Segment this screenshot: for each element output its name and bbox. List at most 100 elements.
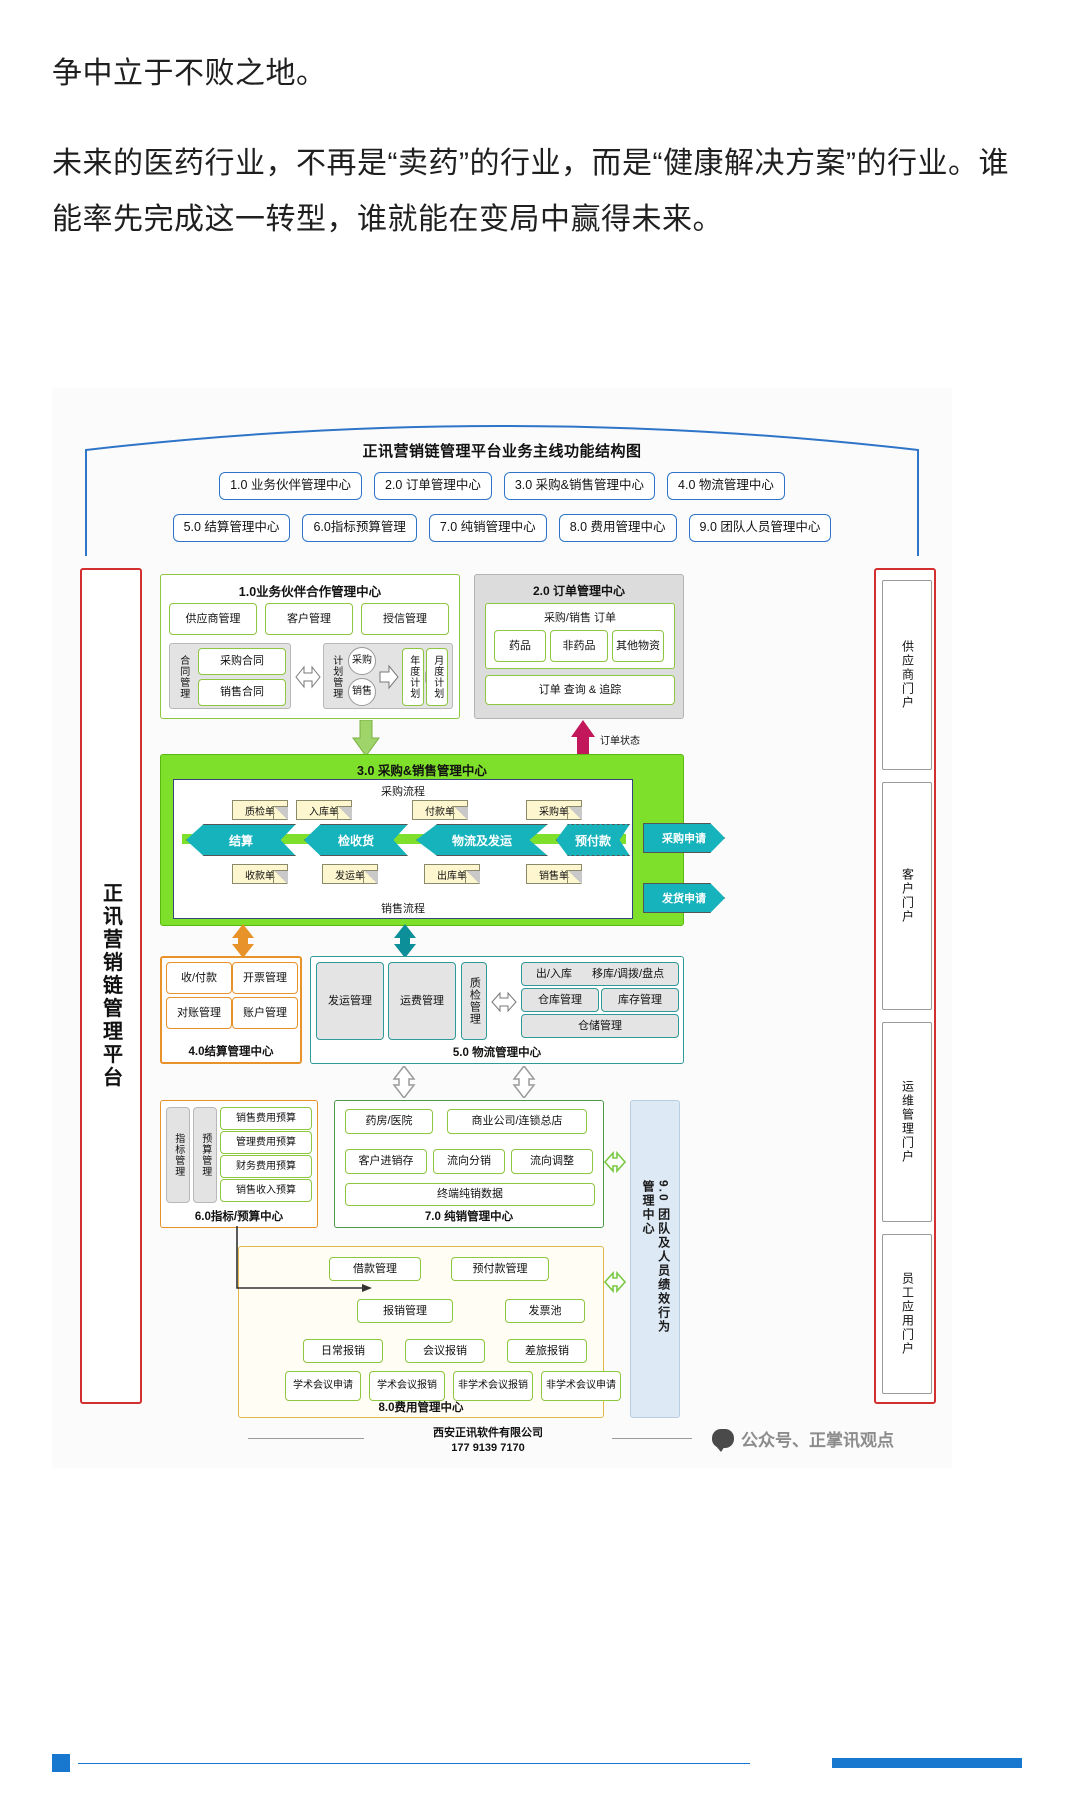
banner-title: 正讯营销链管理平台业务主线功能结构图 [362,443,642,460]
cell-loan-mgmt[interactable]: 借款管理 [329,1257,421,1281]
cell-order-query[interactable]: 订单 查询 & 追踪 [485,675,675,705]
nav-item-7[interactable]: 7.0 纯销管理中心 [428,514,547,542]
nav-item-3[interactable]: 3.0 采购&销售管理中心 [503,472,656,500]
cell-inout-move[interactable]: 出/入库 移库/调拨/盘点 [521,962,679,986]
diagram-banner: 正讯营销链管理平台业务主线功能结构图 1.0 业务伙伴管理中心 2.0 订单管理… [82,410,922,556]
nav-item-1[interactable]: 1.0 业务伙伴管理中心 [219,472,362,500]
cell-reimburse-mgmt[interactable]: 报销管理 [357,1299,453,1323]
cell-academic-reimburse[interactable]: 学术会议报销 [369,1371,445,1401]
cell-qc-mgmt[interactable]: 质检管理 [461,962,487,1040]
portal-employee[interactable]: 员工应用门户 [882,1234,932,1394]
cell-invoice-mgmt[interactable]: 开票管理 [232,962,298,994]
cell-travel-reimburse[interactable]: 差旅报销 [507,1339,587,1363]
page-accent-bar [832,1758,1022,1768]
right-arrow-plan [379,664,399,690]
cell-freight-mgmt[interactable]: 运费管理 [388,962,456,1040]
cell-nondrug[interactable]: 非药品 [550,630,608,662]
cell-warehouse-mgmt[interactable]: 仓库管理 [521,988,599,1012]
cell-flow-distribution[interactable]: 流向分销 [433,1149,505,1174]
label-order-sub: 采购/销售 订单 [543,612,617,624]
doc-sales-order[interactable]: 销售单 [526,864,582,884]
cell-invoice-pool[interactable]: 发票池 [505,1299,585,1323]
circle-purchase[interactable]: 采购 [348,647,376,675]
cell-shipping-mgmt[interactable]: 发运管理 [316,962,384,1040]
nav-row-1: 1.0 业务伙伴管理中心 2.0 订单管理中心 3.0 采购&销售管理中心 4.… [82,472,922,500]
nav-item-8[interactable]: 8.0 费用管理中心 [558,514,677,542]
nav-item-9[interactable]: 9.0 团队人员管理中心 [688,514,832,542]
section-4-title: 4.0结算管理中心 [188,1046,274,1058]
cell-other-materials[interactable]: 其他物资 [612,630,664,662]
cell-customer-inventory[interactable]: 客户进销存 [345,1149,427,1174]
page-marker-square [52,1754,70,1772]
doc-outbound[interactable]: 出库单 [424,864,480,884]
connector-lines [236,1226,372,1292]
cell-sales-income-budget[interactable]: 销售收入预算 [220,1179,312,1202]
footer-company: 西安正讯软件有限公司 177 9139 7170 [433,1427,543,1454]
cell-customer-mgmt[interactable]: 客户管理 [265,603,353,635]
label-index-mgmt: 指标管理 [166,1107,190,1203]
portal-customer[interactable]: 客户门户 [882,782,932,1010]
bidir-arrow-contract-plan [295,665,321,689]
doc-shipment[interactable]: 发运单 [322,864,378,884]
chev-logistics[interactable]: 物流及发运 [416,824,548,856]
cell-academic-apply[interactable]: 学术会议申请 [285,1371,361,1401]
cell-commercial-chain[interactable]: 商业公司/连锁总店 [447,1109,587,1134]
doc-payment[interactable]: 付款单 [412,800,468,820]
label-budget-mgmt: 预算管理 [193,1107,217,1203]
chev-prepayment[interactable]: 预付款 [556,824,630,856]
cell-pharmacy-hospital[interactable]: 药房/医院 [345,1109,433,1134]
nav-item-4[interactable]: 4.0 物流管理中心 [667,472,785,500]
cell-sales-expense-budget[interactable]: 销售费用预算 [220,1107,312,1130]
cell-nonacademic-apply[interactable]: 非学术会议申请 [541,1371,621,1401]
section-7-title: 7.0 纯销管理中心 [424,1211,514,1223]
section-2-order: 2.0 订单管理中心 采购/销售 订单 药品 非药品 其他物资 订单 查询 & … [474,574,684,719]
cell-terminal-data[interactable]: 终端纯销数据 [345,1183,595,1206]
section-6-title: 6.0指标/预算中心 [194,1211,284,1223]
portal-ops[interactable]: 运维管理门户 [882,1022,932,1222]
footer-line-left [248,1438,364,1439]
cell-finance-expense-budget[interactable]: 财务费用预算 [220,1155,312,1178]
doc-qc[interactable]: 质检单 [232,800,288,820]
cell-credit-mgmt[interactable]: 授信管理 [361,603,449,635]
doc-receipt[interactable]: 收款单 [232,864,288,884]
cell-inventory-mgmt[interactable]: 库存管理 [601,988,679,1012]
section-2-title: 2.0 订单管理中心 [532,584,626,598]
wechat-icon [712,1429,734,1452]
section-9-title: 9.0 团队及人员绩效行为管理中心 [641,1180,671,1335]
chev-settlement[interactable]: 结算 [186,824,296,856]
cell-supplier-mgmt[interactable]: 供应商管理 [169,603,257,635]
cell-purchase-contract[interactable]: 采购合同 [198,648,286,675]
architecture-diagram: 正讯营销链管理平台业务主线功能结构图 1.0 业务伙伴管理中心 2.0 订单管理… [52,388,952,1468]
cell-drug[interactable]: 药品 [494,630,546,662]
chev-inspection[interactable]: 检收货 [304,824,408,856]
cell-account-mgmt[interactable]: 账户管理 [232,997,298,1029]
cell-meeting-reimburse[interactable]: 会议报销 [405,1339,485,1363]
gray-updown-arrow-1 [392,1066,416,1098]
cell-sales-contract[interactable]: 销售合同 [198,679,286,706]
section-8-title: 8.0费用管理中心 [378,1402,464,1414]
platform-label-bar: 正讯营销链管理平台 [80,568,142,1404]
portal-supplier[interactable]: 供应商门户 [882,580,932,770]
label-purchase-flow: 采购流程 [381,786,425,798]
orange-updown-arrow [232,924,254,958]
cell-reconcile-mgmt[interactable]: 对账管理 [166,997,232,1029]
cell-admin-expense-budget[interactable]: 管理费用预算 [220,1131,312,1154]
btn-purchase-apply[interactable]: 采购申请 [643,823,725,853]
cell-receive-pay[interactable]: 收/付款 [166,962,232,994]
cell-prepay-mgmt[interactable]: 预付款管理 [451,1257,549,1281]
cell-storage-mgmt[interactable]: 仓储管理 [521,1014,679,1038]
nav-item-5[interactable]: 5.0 结算管理中心 [172,514,291,542]
bidir-arrow-logistics [491,991,517,1013]
nav-item-2[interactable]: 2.0 订单管理中心 [373,472,492,500]
cell-flow-adjustment[interactable]: 流向调整 [511,1149,593,1174]
circle-sales[interactable]: 销售 [348,678,376,706]
doc-inbound[interactable]: 入库单 [296,800,352,820]
gray-updown-arrow-2 [512,1066,536,1098]
cell-annual-plan[interactable]: 年度计划 [402,648,424,706]
cell-nonacademic-reimburse[interactable]: 非学术会议报销 [453,1371,533,1401]
cell-monthly-plan[interactable]: 月度计划 [426,648,448,706]
doc-purchase-order[interactable]: 采购单 [526,800,582,820]
nav-item-6[interactable]: 6.0指标预算管理 [302,514,417,542]
btn-ship-apply[interactable]: 发货申请 [643,883,725,913]
cell-daily-reimburse[interactable]: 日常报销 [303,1339,383,1363]
